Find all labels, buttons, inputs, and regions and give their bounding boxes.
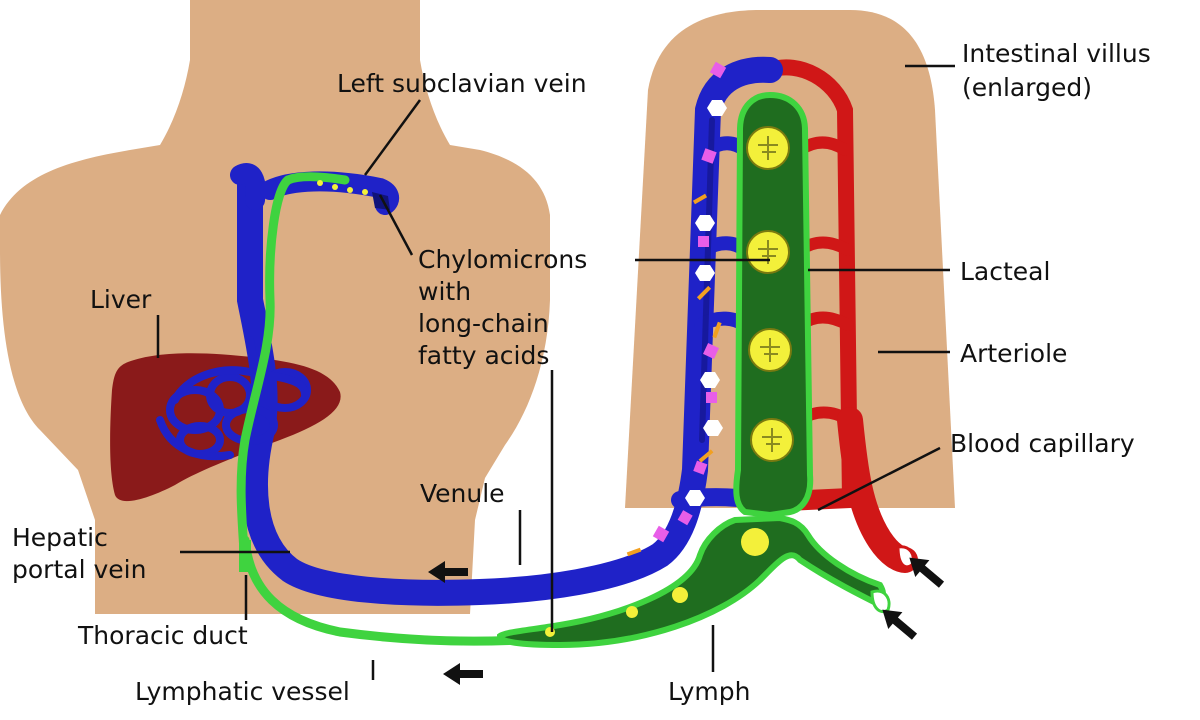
label-hepatic-portal-vein-line2: portal vein xyxy=(12,555,146,584)
chylomicron xyxy=(748,328,792,372)
chylomicron xyxy=(746,230,790,274)
labels: Intestinal villus (enlarged) Left subcla… xyxy=(12,39,1151,706)
label-intestinal-villus-enlarged: (enlarged) xyxy=(962,73,1092,102)
label-arteriole: Arteriole xyxy=(960,339,1067,368)
arteriole-opening xyxy=(896,545,915,569)
arrow-left-icon xyxy=(443,663,483,685)
leader-lines xyxy=(156,64,955,680)
label-lymphatic-vessel: Lymphatic vessel xyxy=(135,677,350,706)
lymph-vessel-opening xyxy=(870,589,891,614)
lacteal xyxy=(733,91,814,519)
chylomicron xyxy=(750,418,794,462)
label-venule: Venule xyxy=(420,479,505,508)
chylomicrons-in-subclavian xyxy=(317,180,368,195)
label-lymph: Lymph xyxy=(668,677,751,706)
thoracic-duct-stub xyxy=(239,540,251,572)
arrow-up-left-icon xyxy=(909,557,945,588)
label-liver: Liver xyxy=(90,285,152,314)
label-thoracic-duct: Thoracic duct xyxy=(77,621,248,650)
lymph-collecting-vessel xyxy=(496,514,886,649)
lymphatic-vessel-network xyxy=(236,172,525,646)
label-chylomicrons-fatty-acids: fatty acids xyxy=(418,341,549,370)
label-chylomicrons-long-chain: long-chain xyxy=(418,309,549,338)
arrow-up-left-icon xyxy=(882,609,918,640)
chylomicron xyxy=(746,126,790,170)
label-hepatic-portal-vein: Hepatic xyxy=(12,523,108,552)
label-lacteal: Lacteal xyxy=(960,257,1050,286)
label-intestinal-villus: Intestinal villus xyxy=(962,39,1151,68)
chylomicrons-in-lacteal xyxy=(746,126,794,462)
nutrients-in-venule xyxy=(626,61,727,557)
hepatic-portal-vein-branches xyxy=(156,336,311,461)
flow-arrows xyxy=(428,557,945,685)
arrow-left-icon xyxy=(428,561,468,583)
label-chylomicrons: Chylomicrons xyxy=(418,245,587,274)
label-blood-capillary: Blood capillary xyxy=(950,429,1135,458)
label-chylomicrons-with: with xyxy=(418,277,471,306)
label-left-subclavian-vein: Left subclavian vein xyxy=(337,69,587,98)
